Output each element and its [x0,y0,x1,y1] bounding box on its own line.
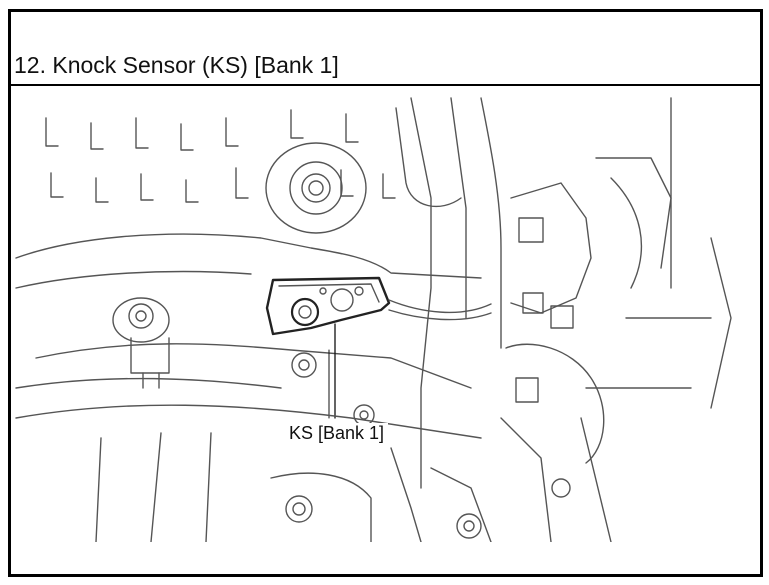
figure-header: 12. Knock Sensor (KS) [Bank 1] [11,12,760,86]
center-boss [265,142,367,234]
ks-callout-label: KS [Bank 1] [285,423,389,444]
engine-illustration: KS [Bank 1] [11,88,760,542]
knock-sensor-bracket [265,276,492,336]
mounting-bolts [285,352,571,539]
figure-title: 12. Knock Sensor (KS) [Bank 1] [14,52,339,78]
right-side-component [505,97,732,464]
left-bolt-assembly [112,297,170,389]
figure-frame: 12. Knock Sensor (KS) [Bank 1] [8,9,763,577]
engine-line-drawing [15,97,732,542]
